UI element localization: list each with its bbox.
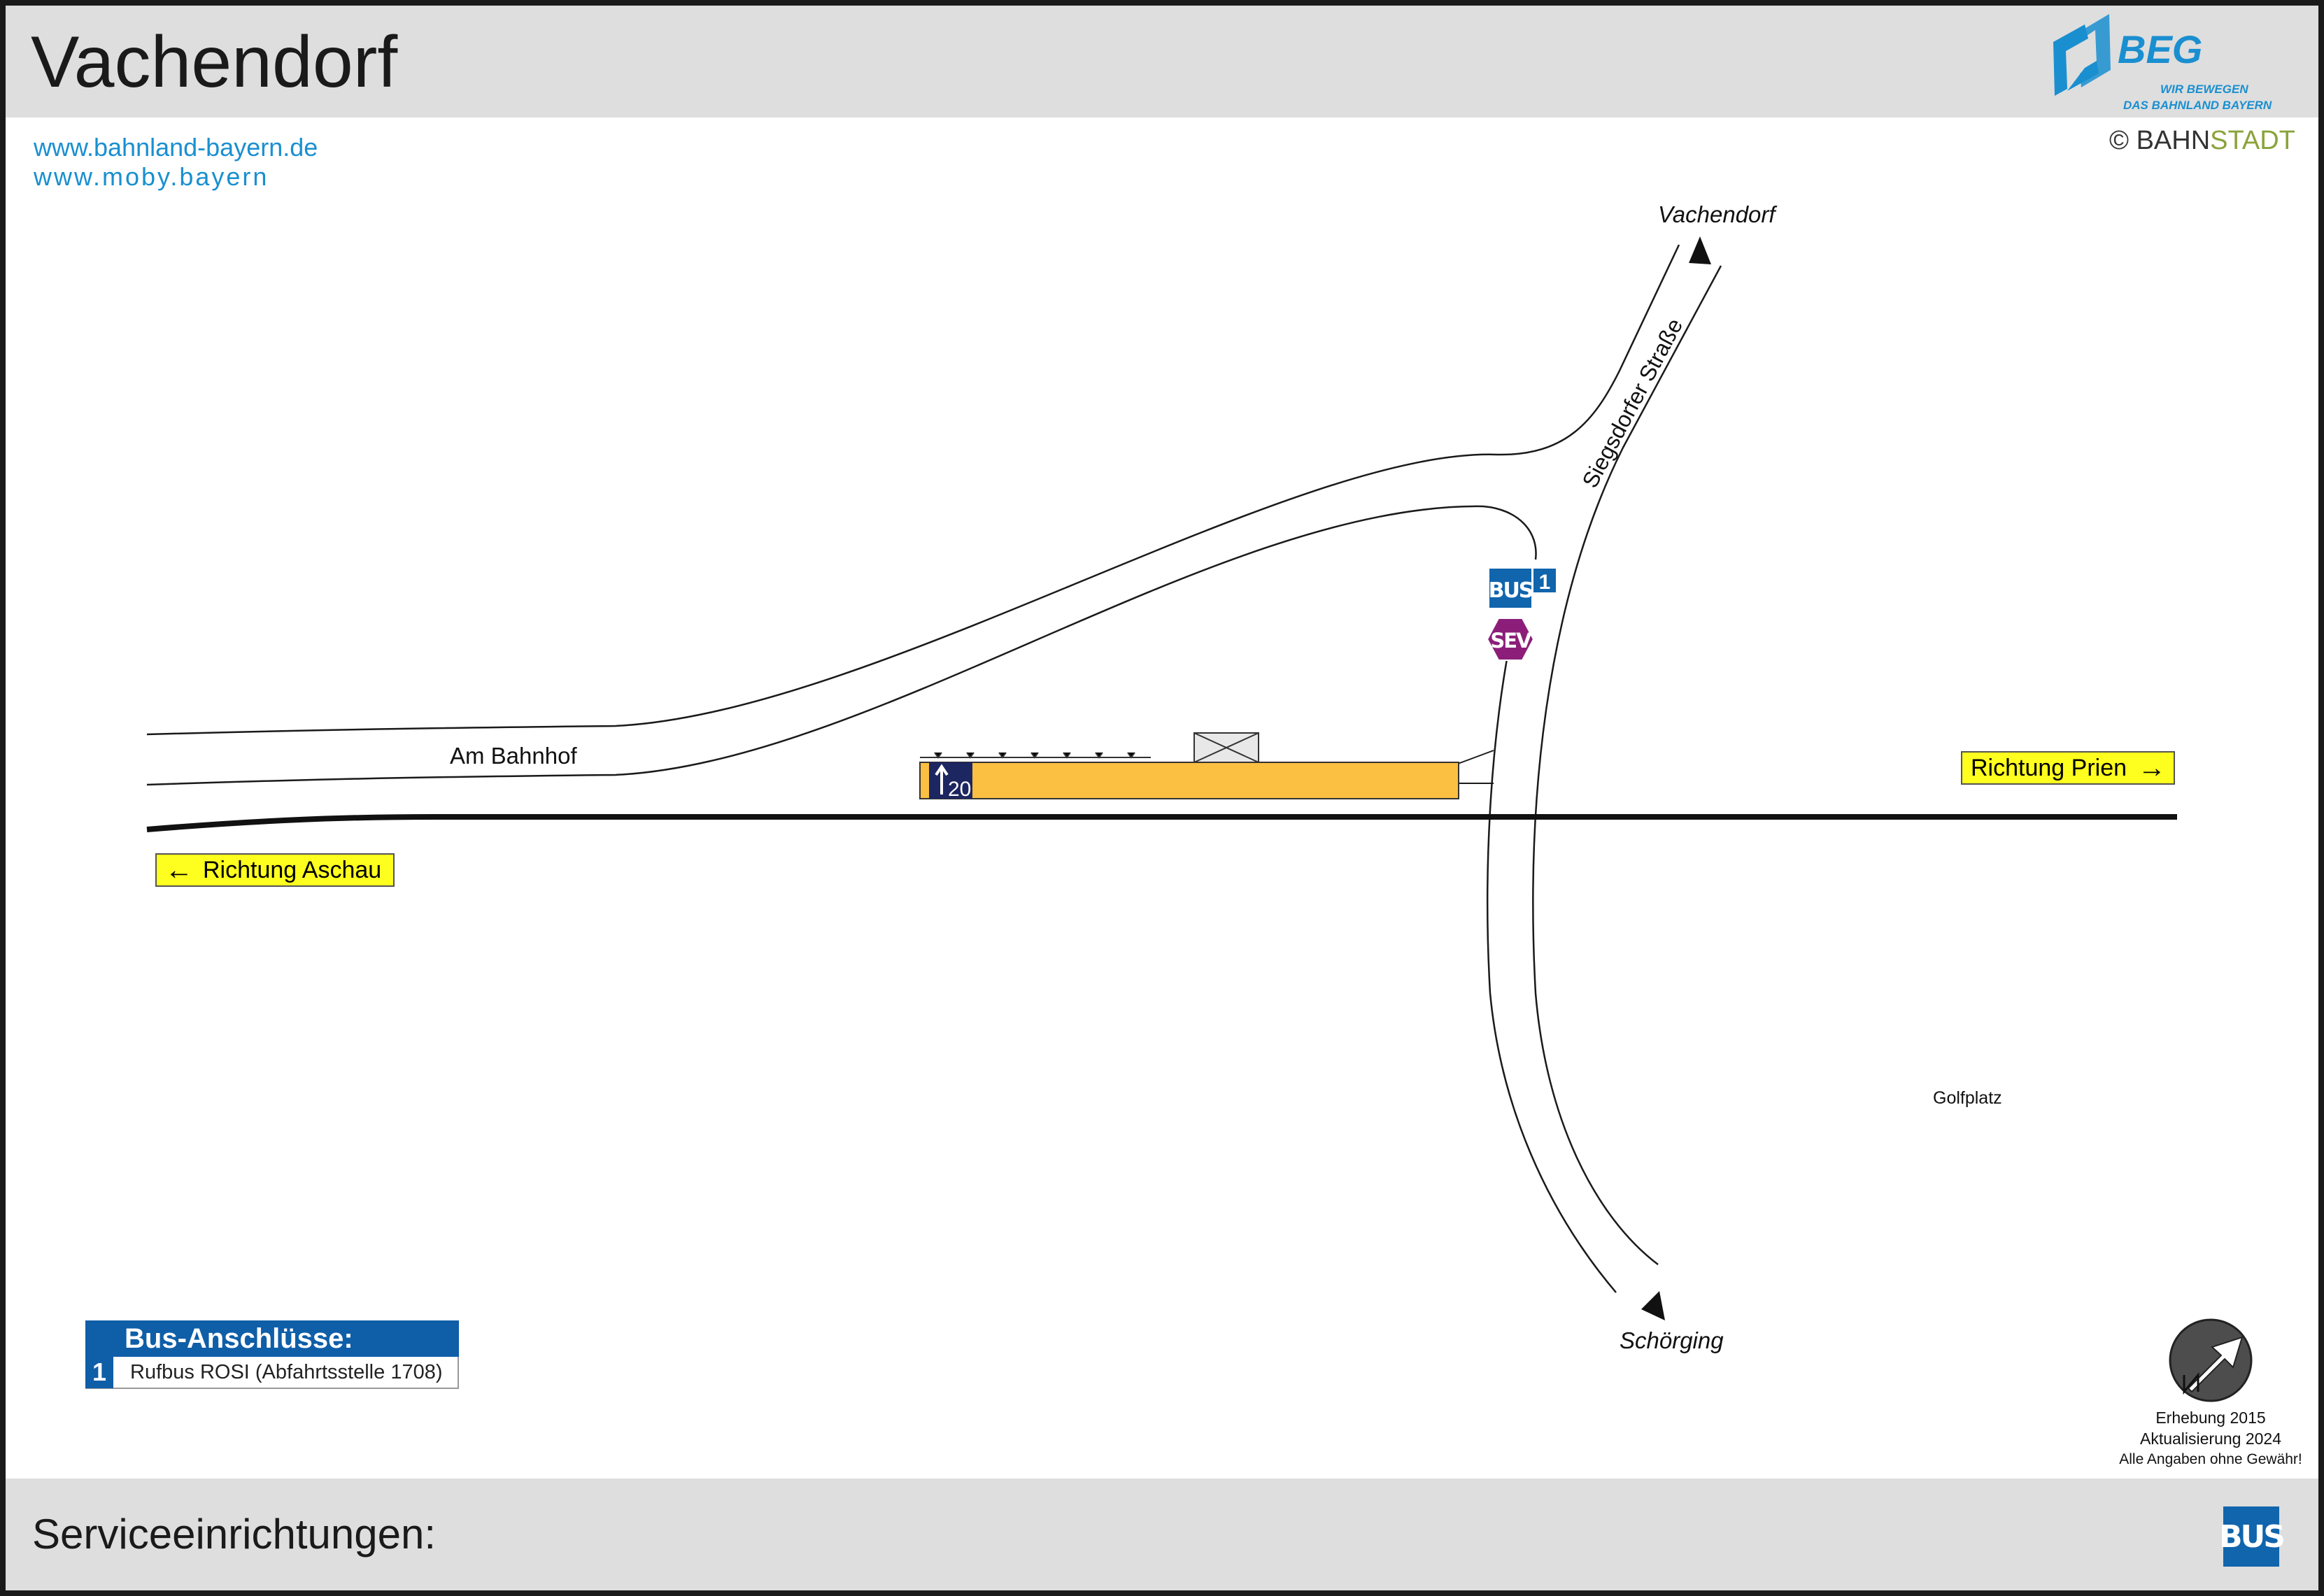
survey-info: Erhebung 2015 Aktualisierung 2024 Alle A… xyxy=(2099,1407,2323,1470)
service-title: Serviceeinrichtungen: xyxy=(32,1511,437,1558)
beg-slogan-2: DAS BAHNLAND BAYERN xyxy=(2123,99,2272,112)
survey-year: Erhebung 2015 xyxy=(2155,1409,2266,1427)
bus-stop: BUS 1 xyxy=(1488,567,1557,609)
platform xyxy=(919,762,1459,799)
bus-stop-label: BUS xyxy=(1489,578,1533,603)
track-sign: 20 xyxy=(929,762,972,801)
copyright: © BAHNSTADT xyxy=(2109,126,2295,156)
beg-logo-name: BEG xyxy=(2118,27,2202,71)
road-am-bahnhof-north-edge xyxy=(146,244,1680,736)
direction-west: ← Richtung Aschau xyxy=(155,853,395,887)
header: Vachendorf xyxy=(6,6,2318,117)
railway-track xyxy=(146,814,2177,832)
north-arrow xyxy=(2169,1318,2253,1402)
destination-south: Schörging xyxy=(1620,1327,1724,1353)
copyright-bahn: BAHN xyxy=(2136,126,2211,155)
arrow-left-icon: ← xyxy=(165,854,193,885)
beg-slogan-1: WIR BEWEGEN xyxy=(2160,83,2248,96)
bus-icon: BUS xyxy=(2219,1506,2286,1567)
destination-north: Vachendorf xyxy=(1658,201,1778,227)
street-am-bahnhof: Am Bahnhof xyxy=(450,743,577,769)
road-siegsdorfer-east-edge xyxy=(1532,265,1722,1265)
update-year: Aktualisierung 2024 xyxy=(2139,1430,2282,1448)
legend-item: 1 Rufbus ROSI (Abfahrtsstelle 1708) xyxy=(85,1356,459,1389)
platform-benches xyxy=(934,752,1135,759)
road-am-bahnhof-south-edge xyxy=(146,505,1537,786)
legend-title: Bus-Anschlüsse: xyxy=(85,1320,459,1357)
page-title: Vachendorf xyxy=(31,22,398,103)
link-bahnland[interactable]: www.bahnland-bayern.de xyxy=(34,133,318,162)
place-golfplatz: Golfplatz xyxy=(1933,1088,2002,1108)
track-number: 20 xyxy=(948,778,971,801)
link-moby[interactable]: www.moby.bayern xyxy=(34,162,269,191)
disclaimer: Alle Angaben ohne Gewähr! xyxy=(2119,1451,2302,1467)
beg-logo-mark xyxy=(2053,24,2088,96)
sev-label: SEV xyxy=(1490,629,1532,653)
bus-connections-legend: Bus-Anschlüsse: 1 Rufbus ROSI (Abfahrtss… xyxy=(85,1320,459,1389)
copyright-stadt: STADT xyxy=(2210,126,2295,155)
sev-icon xyxy=(1486,618,1535,661)
arrow-up-icon xyxy=(935,764,949,795)
arrow-south-icon xyxy=(1641,1291,1665,1320)
shelter xyxy=(1193,732,1259,763)
footer: Serviceeinrichtungen: BUS xyxy=(6,1479,2318,1590)
arrow-north-icon xyxy=(1689,236,1711,264)
direction-east: Richtung Prien → xyxy=(1961,751,2175,785)
legend-item-number: 1 xyxy=(85,1356,113,1388)
arrow-right-icon: → xyxy=(2138,752,2167,783)
sev-stop: SEV xyxy=(1486,618,1535,661)
website-links: www.bahnland-bayern.de www.moby.bayern xyxy=(34,133,318,192)
road-siegsdorfer-west-edge xyxy=(1486,643,1617,1293)
bus-line-number: 1 xyxy=(1539,571,1551,594)
street-siegsdorfer: Siegsdorfer Straße xyxy=(1577,314,1687,492)
legend-item-text: Rufbus ROSI (Abfahrtsstelle 1708) xyxy=(130,1360,443,1383)
copyright-symbol: © xyxy=(2109,126,2129,155)
beg-logo: BEG WIR BEWEGEN DAS BAHNLAND BAYERN xyxy=(2053,14,2272,112)
